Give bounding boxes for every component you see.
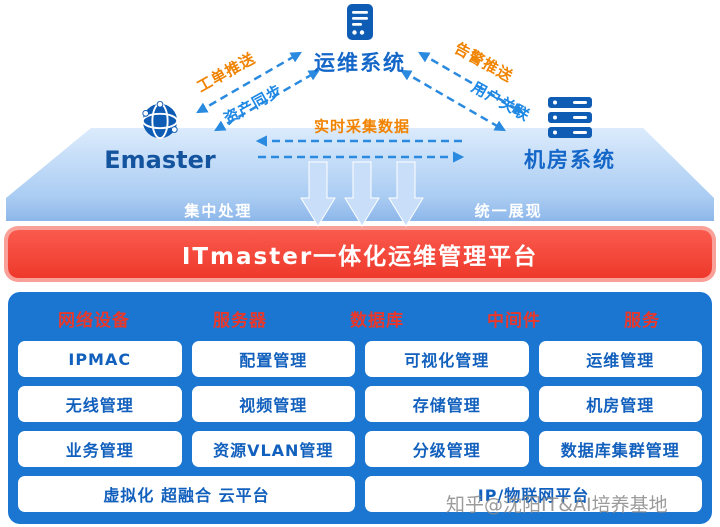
- capability-card: 分级管理: [365, 431, 529, 467]
- edge-label-realtime-collect: 实时采集数据: [313, 117, 411, 136]
- platform-label-right: 统一展现: [474, 202, 543, 220]
- node-emaster: Emaster: [95, 100, 225, 174]
- capability-card-wide: IP/物联网平台: [365, 476, 702, 512]
- platform-banner: ITmaster一体化运维管理平台: [8, 230, 712, 278]
- capability-card: 资源VLAN管理: [191, 431, 355, 467]
- capability-card: 数据库集群管理: [538, 431, 702, 467]
- matrix-header-service: 服务: [624, 311, 660, 331]
- capability-card: 存储管理: [365, 386, 529, 422]
- capability-card: 无线管理: [18, 386, 182, 422]
- capability-grid: IPMAC 配置管理 可视化管理 运维管理 无线管理 视频管理 存储管理 机房管…: [18, 341, 702, 512]
- node-ops-system: 运维系统: [300, 3, 420, 77]
- architecture-diagram: 集中处理 统一展现: [0, 0, 720, 228]
- arrows-layer: [196, 51, 524, 227]
- node-room-system: 机房系统: [505, 96, 635, 174]
- capability-card-wide: 虚拟化 超融合 云平台: [18, 476, 355, 512]
- ops-system-icon: [347, 4, 373, 40]
- platform-label-left: 集中处理: [184, 202, 253, 220]
- ops-system-label: 运维系统: [314, 51, 406, 75]
- capability-card: 机房管理: [538, 386, 702, 422]
- capability-matrix: 网络设备 服务器 数据库 中间件 服务 IPMAC 配置管理 可视化管理 运维管…: [8, 292, 712, 524]
- watermark: 知乎@沈阳IT&AI培养基地: [446, 494, 668, 516]
- capability-card: 配置管理: [191, 341, 355, 377]
- matrix-header-server: 服务器: [213, 311, 267, 331]
- capability-card: 视频管理: [191, 386, 355, 422]
- matrix-header-network: 网络设备: [58, 311, 130, 331]
- capability-card: 可视化管理: [365, 341, 529, 377]
- arrow-user: [400, 69, 506, 132]
- matrix-header-middleware: 中间件: [487, 311, 541, 331]
- room-system-label: 机房系统: [524, 148, 616, 172]
- emaster-label: Emaster: [104, 146, 216, 174]
- matrix-header-database: 数据库: [350, 311, 404, 331]
- down-arrow-icons: [300, 161, 424, 227]
- capability-card: 业务管理: [18, 431, 182, 467]
- arrow-asset: [214, 69, 320, 132]
- capability-card: 运维管理: [538, 341, 702, 377]
- capability-card: IPMAC: [18, 341, 182, 377]
- globe-network-icon: [141, 100, 179, 140]
- platform-banner-title: ITmaster一体化运维管理平台: [181, 244, 539, 270]
- server-stack-icon: [548, 97, 592, 138]
- matrix-header-row: 网络设备 服务器 数据库 中间件 服务: [18, 302, 702, 341]
